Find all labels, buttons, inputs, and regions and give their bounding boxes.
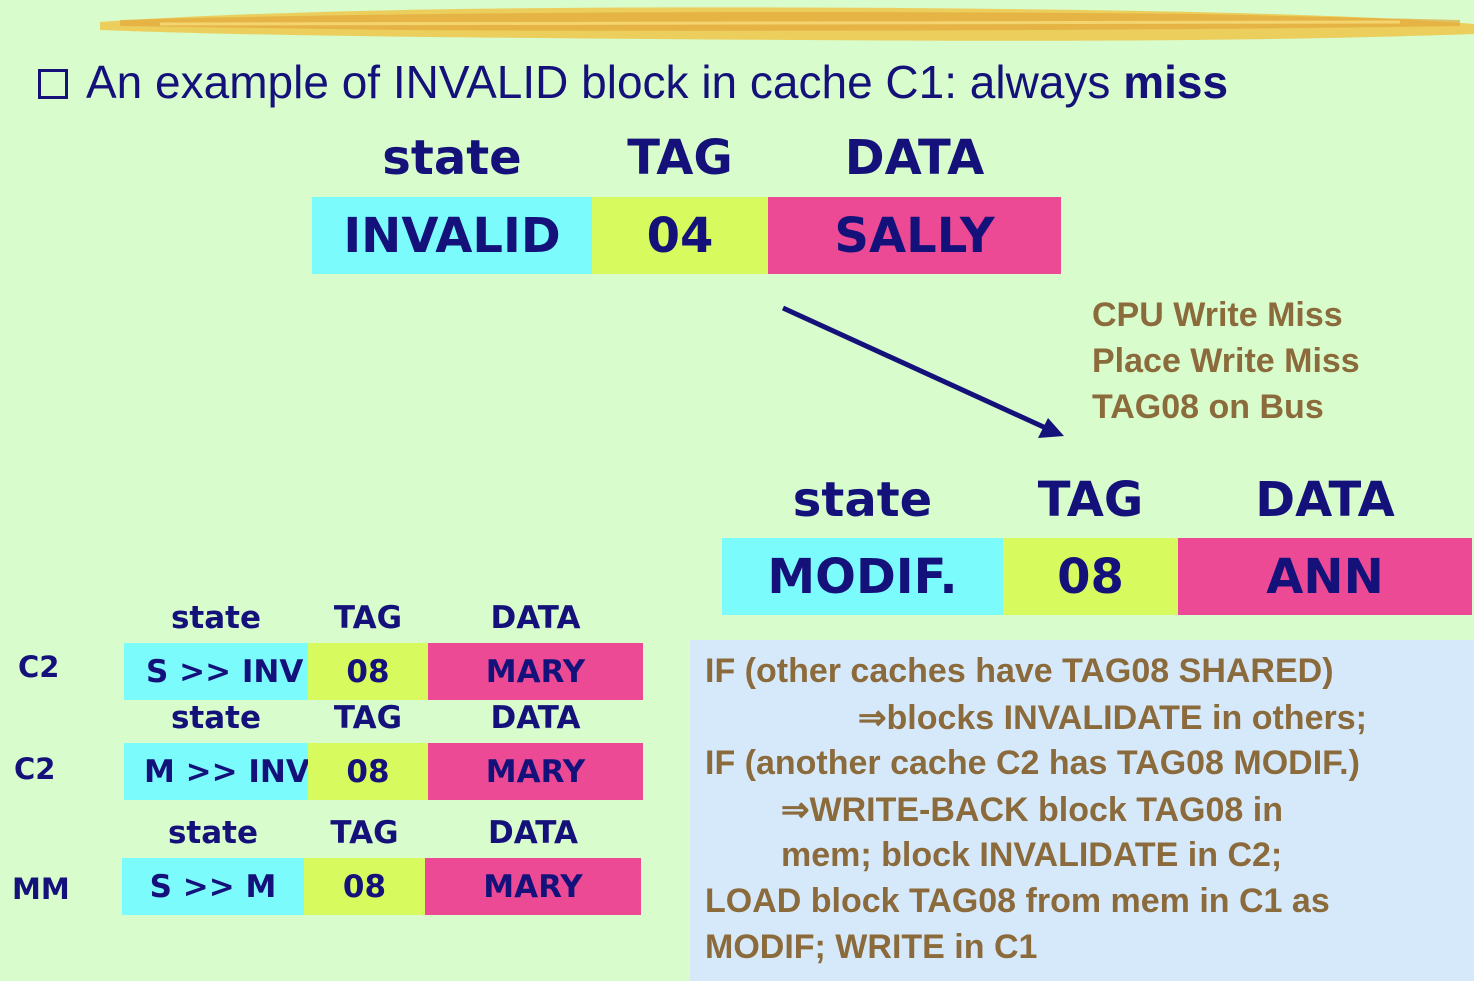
transition-arrow (781, 305, 1064, 438)
small1-header-tag: TAG (333, 600, 403, 636)
slide-title: An example of INVALID block in cache C1:… (38, 55, 1228, 109)
small3-header-data: DATA (487, 815, 579, 851)
note-line-1: CPU Write Miss (1092, 296, 1343, 334)
conditions-box: IF (other caches have TAG08 SHARED) ⇒blo… (690, 640, 1474, 981)
brush-stroke-decoration (100, 7, 1474, 41)
condition-line-7: MODIF; WRITE in C1 (705, 928, 1038, 966)
small3-label: MM (12, 872, 70, 906)
result-header-state: state (792, 472, 933, 528)
result-tag-cell: 08 (1003, 538, 1178, 615)
result-state-cell: MODIF. (722, 538, 1003, 615)
small3-state-cell: S >> M (122, 858, 304, 915)
result-data-cell: ANN (1178, 538, 1472, 615)
title-bold: miss (1123, 56, 1229, 108)
small3-header-state: state (167, 815, 259, 851)
condition-line-6: LOAD block TAG08 from mem in C1 as (705, 882, 1330, 920)
small2-state-cell: M >> INV (124, 743, 308, 800)
small1-header-data: DATA (490, 600, 581, 636)
small1-state-cell: S >> INV (124, 643, 308, 700)
small3-data-cell: MARY (425, 858, 641, 915)
small2-data-cell: MARY (428, 743, 643, 800)
condition-line-4: ⇒WRITE-BACK block TAG08 in (781, 791, 1283, 829)
title-text: An example of INVALID block in cache C1:… (86, 56, 1124, 108)
top-header-data: DATA (844, 130, 985, 186)
small2-label: C2 (14, 752, 56, 786)
small2-tag-cell: 08 (308, 743, 428, 800)
top-state-cell: INVALID (312, 197, 592, 274)
note-line-3: TAG08 on Bus (1092, 388, 1324, 426)
condition-line-2: ⇒blocks INVALIDATE in others; (858, 699, 1367, 737)
small1-data-cell: MARY (428, 643, 643, 700)
condition-line-3: IF (another cache C2 has TAG08 MODIF.) (705, 744, 1360, 782)
small3-header-tag: TAG (330, 815, 399, 851)
small1-header-state: state (170, 600, 262, 636)
top-header-tag: TAG (627, 130, 733, 186)
small2-header-state: state (170, 700, 262, 736)
small1-tag-cell: 08 (308, 643, 428, 700)
top-data-cell: SALLY (768, 197, 1061, 274)
small1-label: C2 (18, 650, 60, 684)
result-header-tag: TAG (1037, 472, 1144, 528)
small3-tag-cell: 08 (304, 858, 425, 915)
top-tag-cell: 04 (592, 197, 768, 274)
note-line-2: Place Write Miss (1092, 342, 1360, 380)
result-header-data: DATA (1255, 472, 1395, 528)
checkbox-bullet-icon (38, 69, 68, 99)
small2-header-tag: TAG (333, 700, 403, 736)
arrow-note: CPU Write Miss Place Write Miss TAG08 on… (1092, 292, 1360, 430)
top-header-state: state (382, 130, 522, 186)
small2-header-data: DATA (490, 700, 581, 736)
condition-line-1: IF (other caches have TAG08 SHARED) (705, 652, 1334, 690)
condition-line-5: mem; block INVALIDATE in C2; (781, 836, 1283, 874)
